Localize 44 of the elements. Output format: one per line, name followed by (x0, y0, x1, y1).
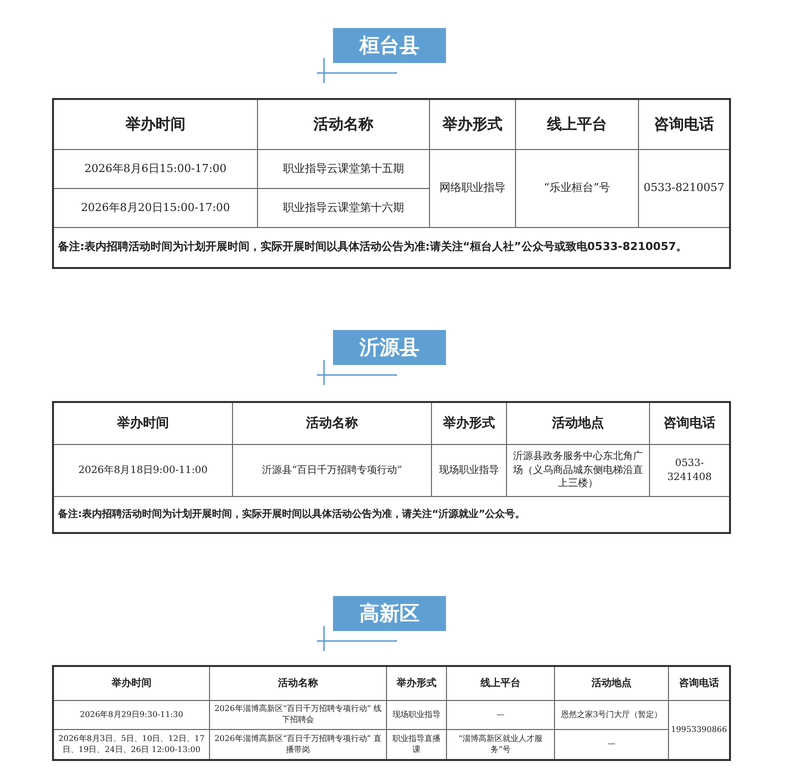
table-cell: 沂源县政务服务中心东北角广场（义乌商品城东侧电梯沿直上三楼） (507, 445, 650, 497)
table-cell: 恩然之家3号门大厅（暂定） (555, 701, 669, 730)
table-cell: 现场职业指导 (387, 701, 447, 730)
table-cell: “乐业桓台”号 (516, 150, 639, 228)
table-cell: 0533-3241408 (650, 445, 729, 497)
header-cell: 举办形式 (432, 403, 507, 445)
table-note: 备注:表内招聘活动时间为计划开展时间，实际开展时间以具体活动公告为准:请关注“桓台人社”公众号或致电0533-8210057。 (57, 239, 688, 256)
header-cell: 举办时间 (54, 100, 258, 150)
header-cell: 线上平台 (516, 100, 639, 150)
table-cell: — (555, 730, 669, 759)
header-cell: 活动名称 (210, 667, 387, 701)
table-cell: 职业指导云课堂第十五期 (258, 150, 430, 189)
table-cell: 沂源县“百日千万招聘专项行动” (233, 445, 432, 497)
header-cell: 线上平台 (447, 667, 555, 701)
table-cell: 职业指导直播课 (387, 730, 447, 759)
header-cell: 活动地点 (507, 403, 650, 445)
header-cell: 咨询电话 (669, 667, 729, 701)
table-cell: “淄博高新区就业人才服务”号 (447, 730, 555, 759)
table-cell: 2026年淄博高新区“百日千万招聘专项行动” 直播带岗 (210, 730, 387, 759)
header-cell: 咨询电话 (639, 100, 729, 150)
section-heading: 沂源县 (333, 330, 446, 365)
table-cell: — (447, 701, 555, 730)
header-cell: 举办形式 (430, 100, 516, 150)
header-cell: 举办时间 (54, 403, 233, 445)
table-cell: 2026年8月20日15:00-17:00 (54, 189, 258, 228)
table-cell: 职业指导云课堂第十六期 (258, 189, 430, 228)
table-cell: 2026年淄博高新区“百日千万招聘专项行动” 线下招聘会 (210, 701, 387, 730)
table-cell: 2026年8月3日、5日、10日、12日、17日、19日、24日、26日 12:00-13:00 (54, 730, 210, 759)
section-heading: 桓台县 (333, 28, 446, 63)
table-cell: 2026年8月29日9:30-11:30 (54, 701, 210, 730)
table-cell: 2026年8月6日15:00-17:00 (54, 150, 258, 189)
header-cell: 举办形式 (387, 667, 447, 701)
table-note: 备注:表内招聘活动时间为计划开展时间，实际开展时间以具体活动公告为准，请关注“沂源就业”公众号。 (57, 507, 526, 522)
table-cell: 0533-8210057 (639, 150, 729, 228)
header-cell: 咨询电话 (650, 403, 729, 445)
header-cell: 活动名称 (233, 403, 432, 445)
header-cell: 举办时间 (54, 667, 210, 701)
header-cell: 活动地点 (555, 667, 669, 701)
table-cell: 2026年8月18日9:00-11:00 (54, 445, 233, 497)
section-heading: 高新区 (333, 596, 446, 631)
header-cell: 活动名称 (258, 100, 430, 150)
table-cell-text: 19953390866 (670, 724, 728, 736)
table-cell: 现场职业指导 (432, 445, 507, 497)
table-cell: 网络职业指导 (430, 150, 516, 228)
